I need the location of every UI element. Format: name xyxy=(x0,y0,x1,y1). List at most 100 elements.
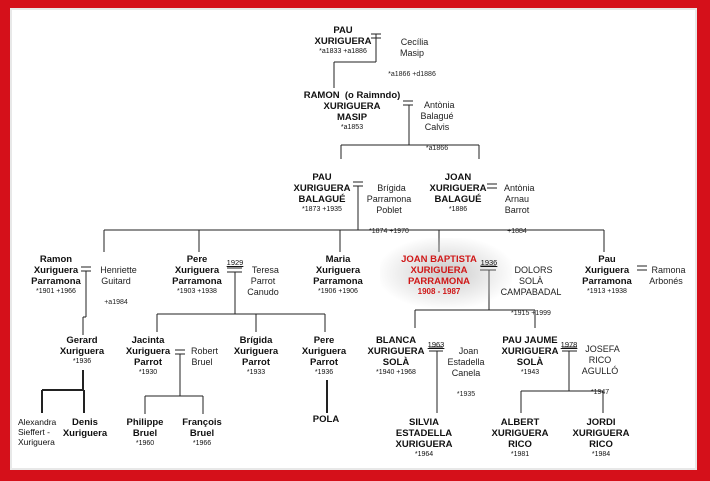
person-name: PAU XURIGUERA BALAGUÉ xyxy=(293,172,351,205)
spouse-name: Ramona Arbonés xyxy=(649,265,686,286)
person-francois-bruel: François Bruel *1966 xyxy=(182,417,222,449)
marriage-sign xyxy=(144,349,204,414)
marriage-year: 1936 xyxy=(480,258,498,267)
person-silvia-estadella-xuriguera: SILVIA ESTADELLA XURIGUERA *1964 xyxy=(395,417,452,460)
person-name: JORDI XURIGUERA RICO xyxy=(572,417,630,450)
spouse-robert-bruel: Robert Bruel xyxy=(186,335,218,368)
person-name: PAU XURIGUERA xyxy=(314,25,372,47)
person-name: BLANCA XURIGUERA SOLÀ xyxy=(367,335,425,368)
spouse-name: DOLORS SOLÀ CAMPABADAL xyxy=(500,265,562,297)
person-name: JOAN BAPTISTA XURIGUERA PARRAMONA xyxy=(401,254,477,287)
spouse-teresa-parrot: Teresa Parrot Canudo xyxy=(247,254,279,298)
person-dates: *1943 xyxy=(520,369,540,376)
person-pere-xuriguera-parrot: Pere Xuriguera Parrot *1936 xyxy=(302,335,346,378)
spouse-name: Teresa Parrot Canudo xyxy=(247,265,279,297)
person-brigida-xuriguera-parrot: Brígida Xuriguera Parrot *1933 xyxy=(234,335,278,378)
spouse-name: Joan Estadella Canela xyxy=(447,346,485,378)
person-dates: *1913 +1938 xyxy=(587,288,627,295)
person-name: François Bruel xyxy=(182,417,222,439)
spouse-ramona-arbones: Ramona Arbonés xyxy=(646,254,685,287)
person-pau-xuriguera-gen1: PAU XURIGUERA *a1833 +a1886 xyxy=(314,25,371,57)
person-pau-jaume-xuriguera-sola: PAU JAUME XURIGUERA SOLÀ *1943 xyxy=(501,335,558,378)
person-pau-xuriguera-balague: PAU XURIGUERA BALAGUÉ *1873 +1935 xyxy=(293,172,350,215)
marriage-sign xyxy=(333,33,381,88)
person-dates: *1936 xyxy=(72,358,92,365)
spouse-dates: *1935 xyxy=(456,391,476,398)
person-dates: *1981 xyxy=(510,451,530,458)
spouse-antonia-arnau: Antònia Arnau Barrot +1884 xyxy=(499,172,535,248)
person-name: Pau Xuriguera Parramona xyxy=(582,254,632,287)
person-maria-xuriguera-parramona: Maria Xuriguera Parramona *1906 +1906 xyxy=(313,254,363,297)
person-jacinta-xuriguera-parrot: Jacinta Xuriguera Parrot *1930 xyxy=(126,335,170,378)
person-name: JOAN XURIGUERA BALAGUÉ xyxy=(429,172,487,205)
person-alexandra-sieffert-xuriguera: Alexandra Sieffert - Xuriguera xyxy=(18,417,57,447)
person-dates: *1966 xyxy=(192,440,212,447)
marriage-sign xyxy=(520,346,604,413)
tree-canvas xyxy=(10,8,697,470)
spouse-name: Cecília Masip xyxy=(399,37,429,58)
person-name: Pere Xuriguera Parrot xyxy=(301,335,347,368)
person-denis-xuriguera: Denis Xuriguera xyxy=(63,417,107,439)
person-name: Brígida Xuriguera Parrot xyxy=(233,335,279,368)
spouse-dates: *1874 +1970 xyxy=(369,228,409,235)
person-joan-xuriguera-balague: JOAN XURIGUERA BALAGUÉ *1886 xyxy=(429,172,486,215)
spouse-dates: *a1866 +d1886 xyxy=(388,71,436,78)
marriage-sign xyxy=(340,100,480,159)
person-name: ALBERT XURIGUERA RICO xyxy=(491,417,549,450)
person-name: Gerard Xuriguera xyxy=(59,335,105,357)
marriage-sign xyxy=(487,183,497,189)
person-dates: *1873 +1935 xyxy=(302,206,342,213)
person-name: Denis Xuriguera xyxy=(62,417,108,439)
marriage-sign xyxy=(637,265,647,271)
person-dates: *1901 +1966 xyxy=(36,288,76,295)
spouse-joan-estadella-canela: Joan Estadella Canela *1935 xyxy=(447,335,484,411)
person-pau-xuriguera-parramona: Pau Xuriguera Parramona *1913 +1938 xyxy=(582,254,632,297)
person-dates: 1908 - 1987 xyxy=(417,287,461,296)
person-name: POLA xyxy=(312,414,340,425)
spouse-name: Robert Bruel xyxy=(191,346,219,367)
person-dates: *1960 xyxy=(135,440,155,447)
person-philippe-bruel: Philippe Bruel *1960 xyxy=(127,417,164,449)
person-name: Jacinta Xuriguera Parrot xyxy=(125,335,171,368)
spouse-name: JOSEFA RICO AGULLÓ xyxy=(581,344,620,376)
person-dates: *1984 xyxy=(591,451,611,458)
person-pola: POLA xyxy=(313,414,339,425)
person-dates: *1940 +1968 xyxy=(376,369,416,376)
spouse-cecilia-masip: Cecília Masip *a1866 +d1886 xyxy=(388,26,436,91)
spouse-dates: *a1866 xyxy=(425,145,449,152)
person-name: PAU JAUME XURIGUERA SOLÀ xyxy=(501,335,559,368)
person-dates: *a1853 xyxy=(340,124,364,131)
marriage-year: 1963 xyxy=(427,340,445,349)
marriage-sign xyxy=(81,266,91,335)
person-name: Ramon Xuriguera Parramona xyxy=(31,254,81,287)
spouse-name: Antònia Balagué Calvis xyxy=(420,100,455,132)
spouse-dates: *1915 +1999 xyxy=(511,310,551,317)
person-dates: *1903 +1938 xyxy=(177,288,217,295)
person-gerard-xuriguera: Gerard Xuriguera *1936 xyxy=(60,335,104,367)
marriage-sign xyxy=(429,346,443,413)
person-dates: *1964 xyxy=(414,451,434,458)
highlight-glow xyxy=(380,238,512,308)
spouse-dolors-sola: DOLORS SOLÀ CAMPABADAL *1915 +1999 xyxy=(501,254,562,330)
spouse-name: Brígida Parramona Poblet xyxy=(366,183,412,215)
spouse-josefa-rico-agullo: JOSEFA RICO AGULLÓ *1947 xyxy=(580,333,620,409)
person-name: Pere Xuriguera Parramona xyxy=(172,254,222,287)
person-dates: *1886 xyxy=(448,206,468,213)
marriage-sign xyxy=(156,267,326,332)
spouse-dates: +1884 xyxy=(507,228,527,235)
person-dates: *1933 xyxy=(246,369,266,376)
person-joan-baptista-xuriguera-parramona: JOAN BAPTISTA XURIGUERA PARRAMONA 1908 -… xyxy=(401,254,477,297)
marriage-year: 1978 xyxy=(560,340,578,349)
spouse-dates: +a1984 xyxy=(104,299,128,306)
person-name: RAMON (o Raimndo) XURIGUERA MASIP xyxy=(303,90,401,123)
person-name: Philippe Bruel xyxy=(126,417,164,439)
person-ramon-xuriguera-parramona: Ramon Xuriguera Parramona *1901 +1966 xyxy=(31,254,81,297)
person-pere-xuriguera-parramona: Pere Xuriguera Parramona *1903 +1938 xyxy=(172,254,222,297)
person-albert-xuriguera-rico: ALBERT XURIGUERA RICO *1981 xyxy=(491,417,548,460)
person-ramon-xuriguera-masip: RAMON (o Raimndo) XURIGUERA MASIP *a1853 xyxy=(304,90,401,133)
person-name: SILVIA ESTADELLA XURIGUERA xyxy=(395,417,453,450)
person-dates: *1936 xyxy=(314,369,334,376)
person-jordi-xuriguera-rico: JORDI XURIGUERA RICO *1984 xyxy=(572,417,629,460)
descent-line xyxy=(41,370,85,413)
person-blanca-xuriguera-sola: BLANCA XURIGUERA SOLÀ *1940 +1968 xyxy=(367,335,424,378)
